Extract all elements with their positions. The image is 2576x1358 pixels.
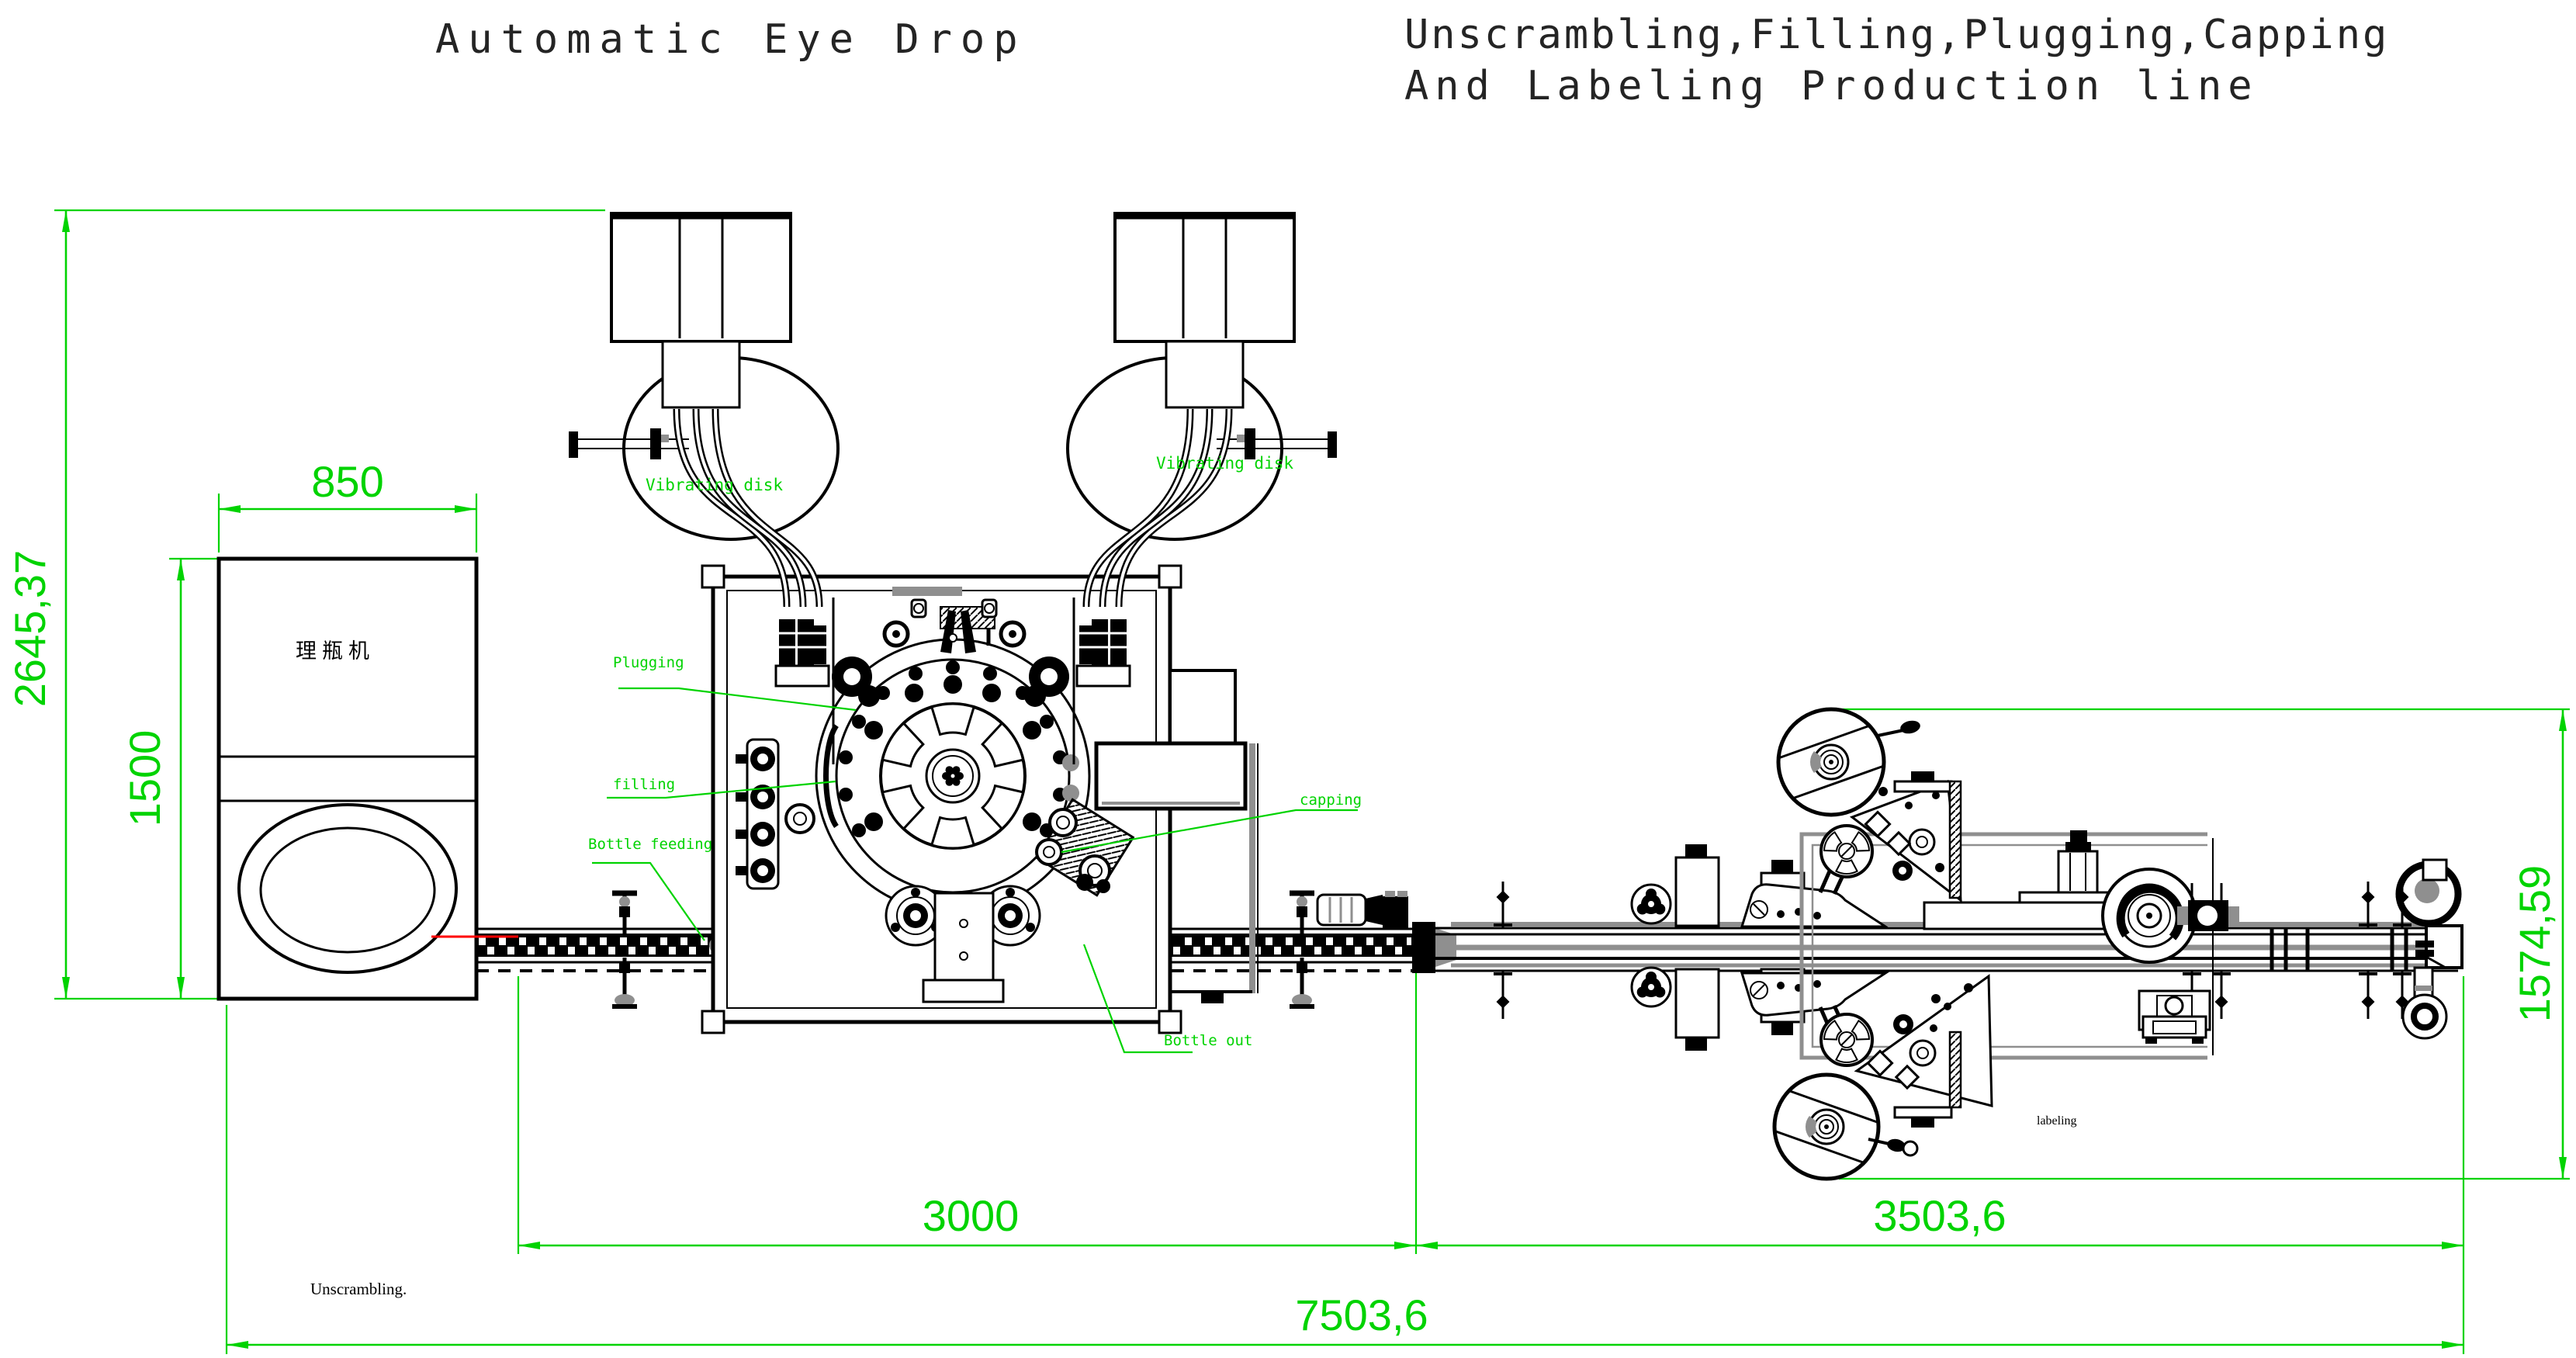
dim-arrow-icon <box>2442 1341 2463 1349</box>
title-right-line2: And Labeling Production line <box>1404 63 2259 109</box>
side-box-upper <box>1169 669 1237 749</box>
svg-text:Bottle feeding: Bottle feeding <box>588 836 712 853</box>
dim-arrow-icon <box>62 210 70 232</box>
end-roller <box>2401 993 2448 1040</box>
labeling-machine: labeling <box>1772 707 2239 1181</box>
title-left: Automatic Eye Drop <box>435 16 1027 63</box>
unscrambler-label-cn: 理瓶机 <box>296 639 375 663</box>
dim-arrow-icon <box>219 505 241 513</box>
vibrating-disk-right-label: Vibrating disk <box>1156 454 1293 473</box>
conveyor-transition <box>1412 922 1435 973</box>
dimension-labeling-section: 3503,6 <box>1416 976 2465 1354</box>
label-press-unit <box>1923 830 2239 964</box>
label-roller-top <box>1819 824 1874 878</box>
dim-arrow-icon <box>2559 1157 2567 1179</box>
dim-arrow-icon <box>177 559 185 580</box>
dim-value-filling-section: 3000 <box>923 1191 1020 1240</box>
hopper-neck-right <box>1165 340 1245 409</box>
tube-connectors-right <box>1075 619 1131 688</box>
hopper-left <box>610 212 792 343</box>
leader-line <box>1061 809 1358 854</box>
dimension-total-length: 7503,6 <box>225 1005 2463 1354</box>
callout-labels: Plugging filling Bottle feeding capping … <box>588 654 1362 1054</box>
callout-bottle-feeding: Bottle feeding <box>588 836 712 941</box>
feed-tubes-left <box>673 408 823 608</box>
infeed-star-knob-bottom <box>1630 966 1672 1008</box>
transfer-conveyor <box>1316 844 2463 1051</box>
labeling-label: labeling <box>2037 1114 2077 1128</box>
leader-line <box>592 861 705 941</box>
tube-connectors-left <box>774 619 830 688</box>
guide-cam-plates <box>1740 866 1890 1034</box>
dim-value-labeler-height: 1574,59 <box>2510 865 2559 1022</box>
bottle-pockets <box>839 660 1067 837</box>
dim-arrow-icon <box>177 977 185 999</box>
callout-filling: filling <box>607 776 836 799</box>
labeling-head-bottom <box>1772 974 1993 1181</box>
dim-arrow-icon <box>455 505 476 513</box>
callout-bottle-out: Bottle out <box>1082 944 1252 1054</box>
unscrambler-machine: 理瓶机 Unscrambling. <box>216 556 479 1298</box>
dim-arrow-icon <box>1394 1242 1416 1249</box>
leader-line <box>1082 944 1193 1054</box>
dim-arrow-icon <box>1416 1242 1438 1249</box>
svg-text:Plugging: Plugging <box>613 654 684 671</box>
callout-capping: capping <box>1061 792 1362 854</box>
hopper-neck-left <box>661 340 741 409</box>
svg-text:filling: filling <box>613 776 675 793</box>
hopper-right <box>1113 212 1296 343</box>
vibrating-disk-right-assembly: Vibrating disk <box>1066 212 1337 688</box>
dimension-labeler-height: 1574,59 <box>1837 708 2570 1180</box>
dim-arrow-icon <box>518 1242 540 1249</box>
infeed-star-knob-top <box>1630 883 1672 925</box>
dim-arrow-icon <box>2442 1242 2463 1249</box>
dimension-unscrambler-width: 850 <box>217 457 478 553</box>
labeler-motor <box>2138 989 2211 1044</box>
sheet-titles: Automatic Eye Drop Unscrambling,Filling,… <box>435 12 2389 109</box>
dim-arrow-icon <box>2559 709 2567 731</box>
labeler-frame-outer <box>1799 832 2207 1060</box>
dim-value-unscrambler-depth: 1500 <box>120 730 169 827</box>
rail-ticks <box>2270 928 2408 971</box>
plugging-station <box>832 587 1075 764</box>
vibrating-disk-left-label: Vibrating disk <box>646 476 783 494</box>
filling-nozzle-bank <box>736 738 815 890</box>
dim-value-labeling-section: 3503,6 <box>1873 1191 2006 1240</box>
feed-tubes-right <box>1082 408 1233 608</box>
rotor-slots <box>881 702 1025 850</box>
dimension-unscrambler-depth: 1500 <box>120 557 219 999</box>
title-right-line1: Unscrambling,Filling,Plugging,Capping <box>1404 12 2389 58</box>
filling-turret <box>815 638 1091 914</box>
center-pedestal <box>922 892 1005 1003</box>
dimension-overall-height: 2645,37 <box>5 209 605 1000</box>
dim-value-unscrambler-width: 850 <box>311 457 383 506</box>
dim-arrow-icon <box>227 1341 248 1349</box>
leader-line <box>618 687 857 712</box>
labeler-frame-inner <box>1811 844 2207 1048</box>
unscrambler-bowl-inner <box>259 826 436 954</box>
drive-motor-unit <box>1316 891 1408 929</box>
callout-plugging: Plugging <box>613 654 857 712</box>
dim-arrow-icon <box>62 977 70 999</box>
label-roller-bottom <box>1819 1013 1874 1067</box>
dimension-filling-section: 3000 <box>517 970 1418 1254</box>
labeling-head-top <box>1776 707 1962 903</box>
svg-text:capping: capping <box>1300 792 1362 809</box>
vibrating-disk-left-assembly: Vibrating disk <box>569 212 840 688</box>
unscrambler-label-en: Unscrambling. <box>310 1280 407 1298</box>
dimension-annotations: 2645,37 850 1500 3000 3503,6 <box>5 209 2570 1354</box>
leader-line <box>607 780 836 799</box>
dim-value-overall-height: 2645,37 <box>5 550 54 707</box>
conveyor-end-unit <box>2395 858 2463 1040</box>
svg-text:Bottle out: Bottle out <box>1164 1032 1252 1049</box>
side-table <box>1094 741 1248 811</box>
dim-value-total-length: 7503,6 <box>1295 1290 1428 1339</box>
